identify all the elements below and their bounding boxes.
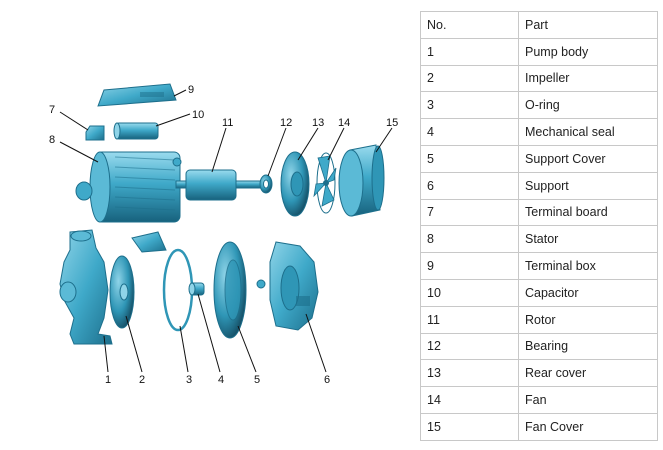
row-part: Capacitor: [518, 278, 658, 307]
callout-10: 10: [192, 109, 204, 121]
row-no: 9: [420, 252, 519, 280]
row-part: Terminal box: [518, 252, 658, 280]
row-part: Terminal board: [518, 198, 658, 227]
terminal-board-part: [85, 125, 105, 141]
fan-cover-part: [338, 144, 385, 217]
row-part: Rear cover: [518, 359, 658, 388]
row-no: 1: [420, 37, 519, 66]
row-no: 14: [420, 386, 519, 414]
callout-3: 3: [186, 374, 192, 386]
exploded-pump-diagram: 1 2 3 4 5 6 7 8 9 10 11 12 13 14 15: [49, 83, 398, 386]
leader-lines: [59, 89, 393, 373]
callout-14: 14: [338, 117, 350, 129]
support-cover-part: [213, 241, 247, 339]
callout-4: 4: [218, 374, 224, 386]
row-no: 7: [420, 198, 519, 227]
fan-part: [313, 152, 337, 214]
stator-part: [75, 151, 182, 223]
rear-cover-part: [280, 151, 310, 217]
nut-part: [256, 279, 266, 289]
pump-body-part: [59, 229, 113, 345]
row-no: 6: [420, 171, 519, 200]
callout-5: 5: [254, 374, 260, 386]
support-part: [269, 241, 319, 331]
row-no: 2: [420, 64, 519, 93]
callout-6: 6: [324, 374, 330, 386]
callout-2: 2: [139, 374, 145, 386]
row-part: Stator: [518, 225, 658, 254]
row-no: 4: [420, 118, 519, 146]
row-no: 12: [420, 332, 519, 361]
row-part: Mechanical seal: [518, 118, 658, 146]
mechanical-seal-part: [188, 282, 205, 296]
bearing-part: [259, 174, 273, 194]
callout-15: 15: [386, 117, 398, 129]
callout-1: 1: [105, 374, 111, 386]
parts-table-header: No. Part: [420, 11, 658, 39]
impeller-part: [109, 255, 135, 329]
header-no: No.: [420, 11, 519, 39]
row-no: 15: [420, 412, 519, 441]
callout-11: 11: [222, 117, 233, 129]
capacitor-part: [113, 122, 159, 140]
row-no: 13: [420, 359, 519, 388]
gasket-wedge-part: [131, 231, 167, 253]
row-no: 8: [420, 225, 519, 254]
row-no: 11: [420, 305, 519, 334]
terminal-box-part: [97, 83, 177, 107]
row-part: Fan: [518, 386, 658, 414]
callout-labels: 1 2 3 4 5 6 7 8 9 10 11 12 13 14 15: [49, 84, 398, 386]
row-part: Bearing: [518, 332, 658, 361]
header-part: Part: [518, 11, 658, 39]
row-no: 10: [420, 278, 519, 307]
row-part: Fan Cover: [518, 412, 658, 441]
row-no: 5: [420, 144, 519, 173]
row-no: 3: [420, 91, 519, 120]
callout-12: 12: [280, 117, 292, 129]
row-part: Rotor: [518, 305, 658, 334]
o-ring-part: [162, 248, 194, 332]
row-part: Impeller: [518, 64, 658, 93]
callout-7: 7: [49, 104, 55, 116]
row-part: Support Cover: [518, 144, 658, 173]
row-part: O-ring: [518, 91, 658, 120]
callout-8: 8: [49, 134, 55, 146]
row-part: Support: [518, 171, 658, 200]
rotor-part: [175, 169, 263, 201]
callout-13: 13: [312, 117, 324, 129]
row-part: Pump body: [518, 37, 658, 66]
callout-9: 9: [188, 84, 194, 96]
